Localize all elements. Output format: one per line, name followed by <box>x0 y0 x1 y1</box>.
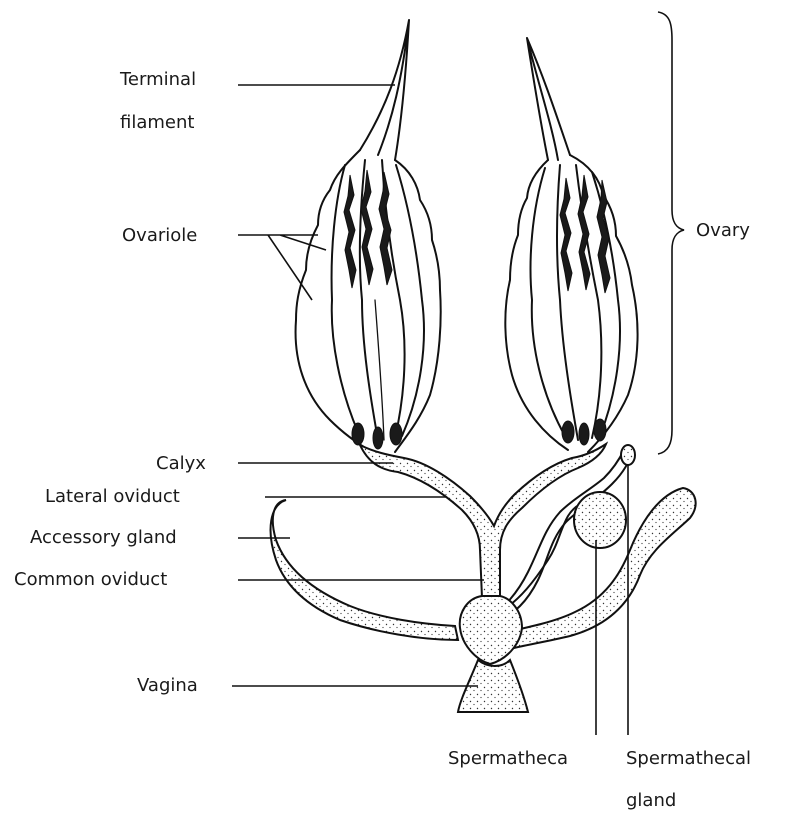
label-spermathecal-gland-2: gland <box>626 790 676 811</box>
common-oviduct-bulb <box>460 596 522 664</box>
left-egg-3 <box>390 423 402 445</box>
right-egg-1 <box>562 421 574 443</box>
right-egg-3 <box>594 419 606 441</box>
label-terminal-filament-2: filament <box>120 112 194 133</box>
left-ovariole-midline <box>375 300 384 440</box>
ovariole-leader <box>238 235 326 300</box>
label-spermathecal-gland-1: Spermathecal <box>626 748 751 769</box>
label-calyx: Calyx <box>156 453 206 474</box>
right-ovariole-4 <box>592 172 620 436</box>
label-terminal-filament-1: Terminal <box>119 69 196 90</box>
right-egg-2 <box>579 423 589 445</box>
right-germarium-1 <box>560 178 572 291</box>
label-vagina: Vagina <box>137 675 198 696</box>
ovary-bracket <box>658 12 684 454</box>
left-egg-1 <box>352 423 364 445</box>
label-accessory-gland: Accessory gland <box>30 527 177 548</box>
label-lateral-oviduct: Lateral oviduct <box>45 486 180 507</box>
spermathecal-gland-tip <box>621 445 635 465</box>
left-accessory-gland <box>271 500 458 640</box>
left-egg-2 <box>373 427 383 449</box>
spermatheca-sac <box>574 492 626 548</box>
left-germarium-1 <box>344 175 356 288</box>
left-terminal-filament <box>360 20 409 160</box>
label-ovariole: Ovariole <box>122 225 197 246</box>
left-ovariole-1 <box>332 165 358 432</box>
oviducts <box>360 444 606 598</box>
label-spermatheca: Spermatheca <box>448 748 568 769</box>
right-ovary <box>505 38 637 452</box>
right-terminal-filament <box>527 38 570 160</box>
left-germarium-3 <box>379 172 392 285</box>
label-common-oviduct: Common oviduct <box>14 569 167 590</box>
label-ovary: Ovary <box>696 220 750 241</box>
